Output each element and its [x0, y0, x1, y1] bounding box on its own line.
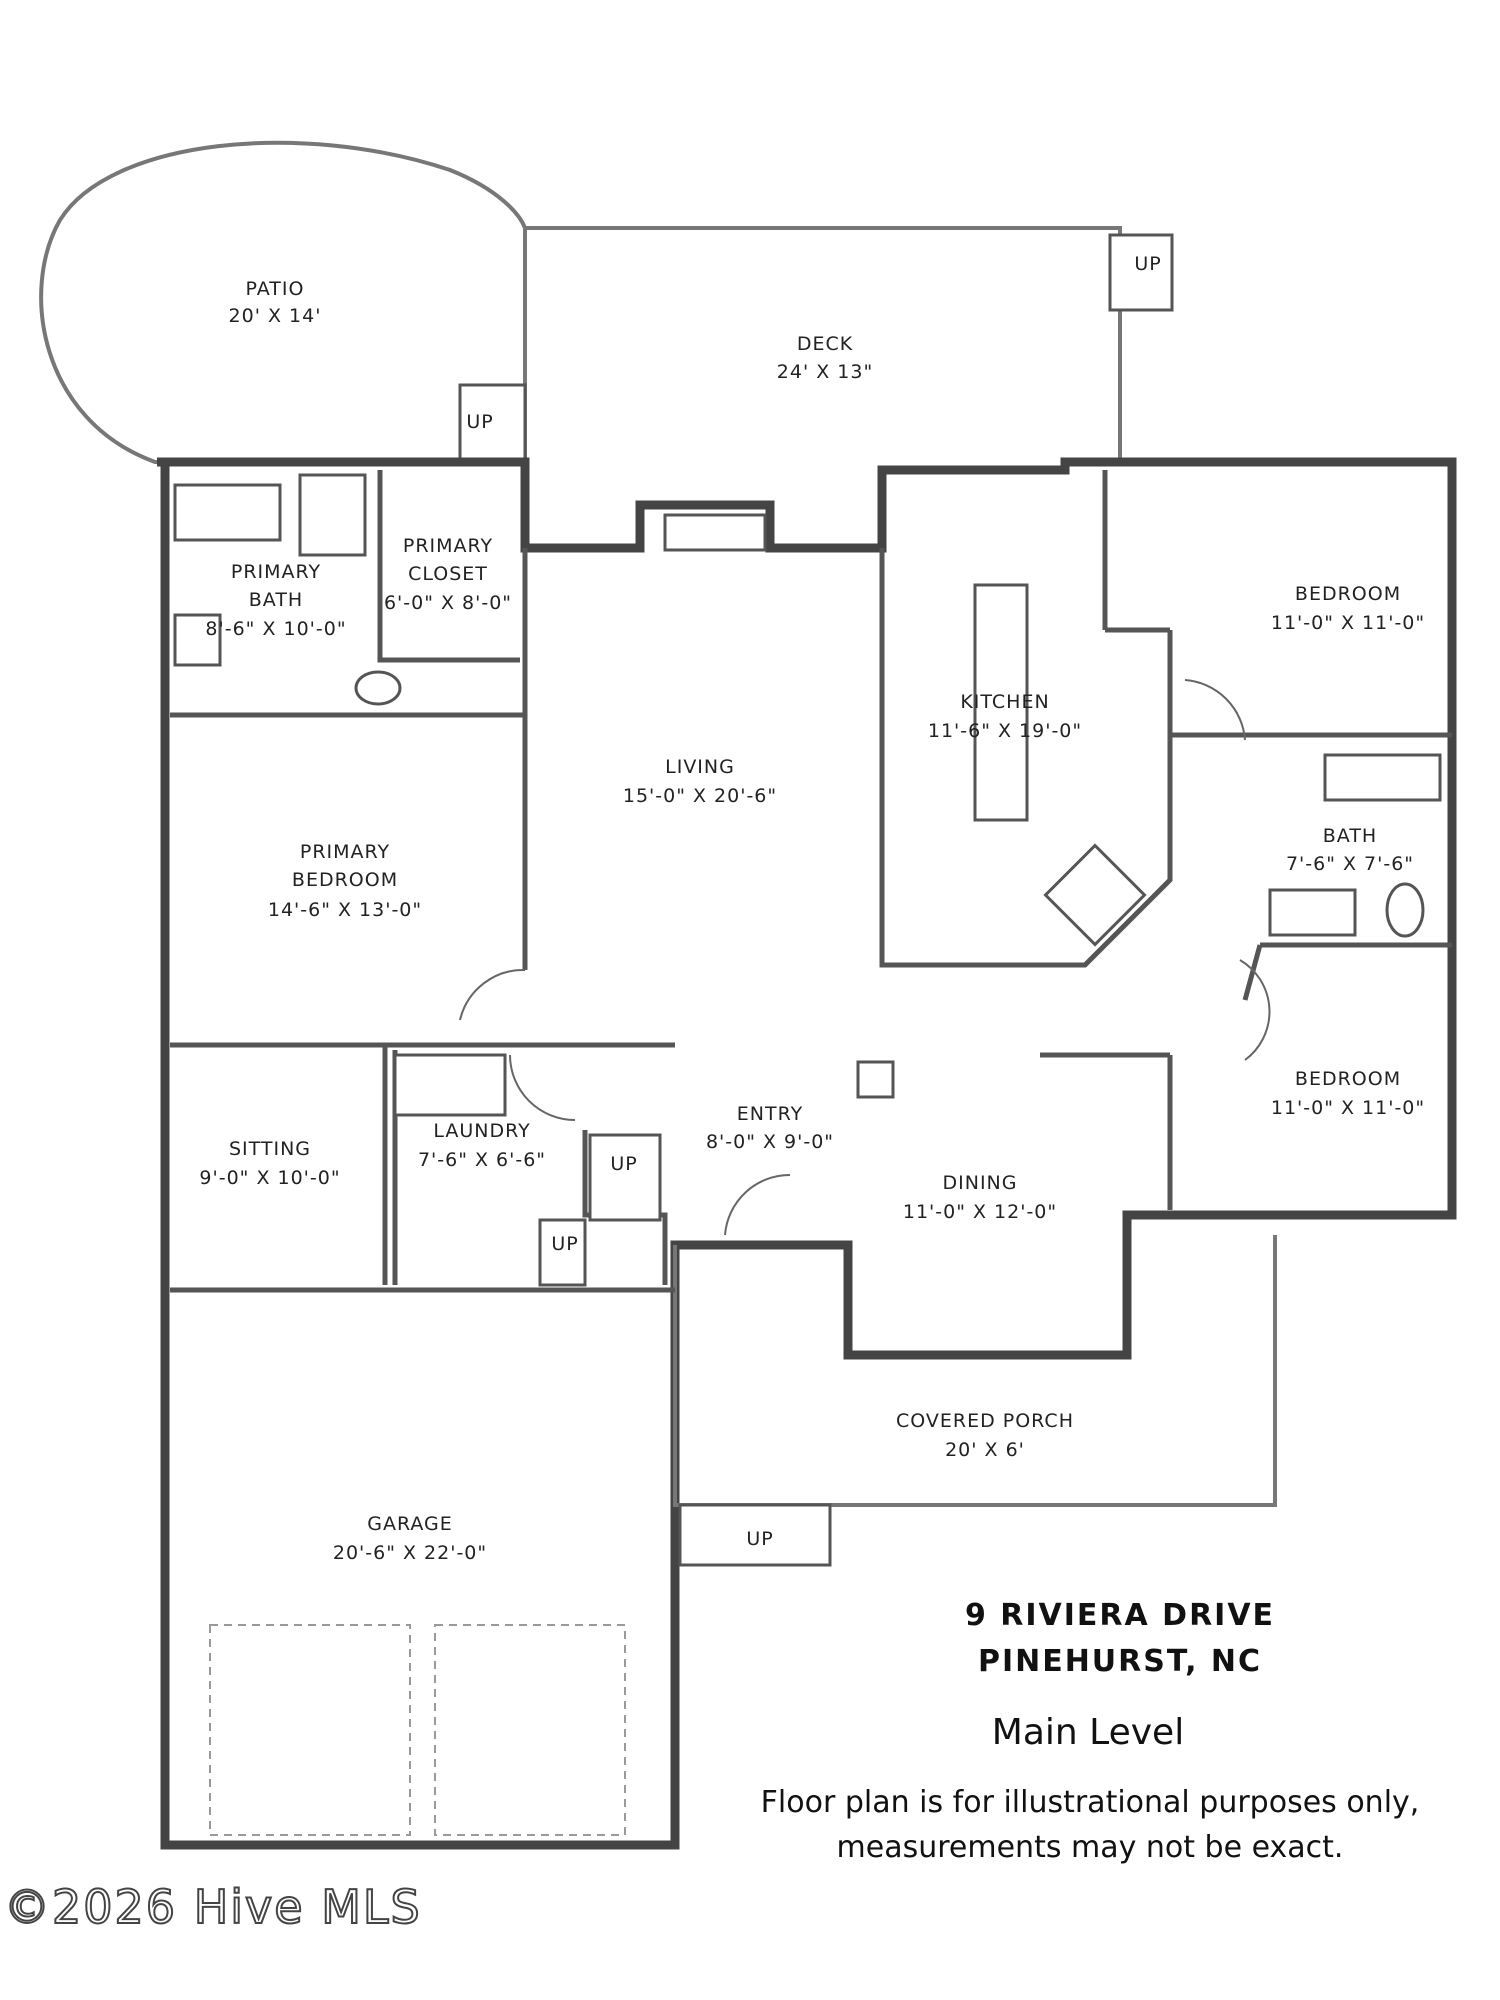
porch-steps [678, 1503, 832, 1567]
garage-door-right [434, 1624, 626, 1836]
svg-text:BATH: BATH [249, 589, 303, 611]
svg-text:LAUNDRY: LAUNDRY [433, 1120, 530, 1142]
svg-text:11'-6" X 19'-0": 11'-6" X 19'-0" [928, 720, 1082, 742]
svg-text:DECK: DECK [797, 333, 853, 355]
stair-up-label: UP [466, 411, 493, 433]
stair-garage [538, 1218, 587, 1287]
level-title: Main Level [991, 1712, 1185, 1753]
svg-text:15'-0" X 20'-6": 15'-0" X 20'-6" [623, 785, 777, 807]
stair-up-label: UP [746, 1528, 773, 1550]
interior-walls [170, 470, 1452, 1293]
tub-bath [1323, 753, 1442, 802]
svg-text:8'-0" X 9'-0": 8'-0" X 9'-0" [706, 1131, 834, 1153]
svg-text:7'-6" X 6'-6": 7'-6" X 6'-6" [418, 1149, 546, 1171]
svg-text:20' X 6': 20' X 6' [945, 1439, 1025, 1461]
svg-text:BEDROOM: BEDROOM [1295, 583, 1401, 605]
svg-text:ENTRY: ENTRY [737, 1103, 803, 1125]
room-laundry: LAUNDRY 7'-6" X 6'-6" [418, 1120, 546, 1171]
room-garage: GARAGE 20'-6" X 22'-0" [333, 1513, 487, 1564]
kitchen-island [973, 583, 1029, 822]
entry-floor-mat [856, 1060, 895, 1099]
svg-text:PRIMARY: PRIMARY [300, 841, 390, 863]
toilet-primary [354, 670, 402, 706]
stair-up-label: UP [1134, 253, 1161, 275]
svg-text:KITCHEN: KITCHEN [960, 691, 1049, 713]
svg-text:BEDROOM: BEDROOM [292, 869, 398, 891]
covered-porch-outline [673, 1235, 1277, 1507]
svg-text:20' X 14': 20' X 14' [229, 305, 322, 327]
room-primary-closet: PRIMARY CLOSET 6'-0" X 8'-0" [384, 535, 512, 614]
deck-stair-right [1108, 233, 1174, 312]
svg-text:DINING: DINING [943, 1172, 1018, 1194]
svg-text:CLOSET: CLOSET [408, 563, 488, 585]
exterior-walls [157, 457, 1457, 1850]
svg-text:9'-0" X 10'-0": 9'-0" X 10'-0" [199, 1167, 340, 1189]
room-primary-bedroom: PRIMARY BEDROOM 14'-6" X 13'-0" [268, 841, 422, 921]
door-swing-primary-bedroom [459, 968, 526, 1021]
svg-text:PRIMARY: PRIMARY [403, 535, 493, 557]
svg-text:LIVING: LIVING [665, 756, 735, 778]
svg-text:11'-0" X 12'-0": 11'-0" X 12'-0" [903, 1201, 1057, 1223]
address-line-1: 9 RIVIERA DRIVE [964, 1598, 1276, 1633]
svg-text:20'-6" X 22'-0": 20'-6" X 22'-0" [333, 1542, 487, 1564]
svg-text:8'-6" X 10'-0": 8'-6" X 10'-0" [205, 618, 346, 640]
svg-text:11'-0" X 11'-0": 11'-0" X 11'-0" [1271, 1097, 1425, 1119]
svg-text:GARAGE: GARAGE [367, 1513, 453, 1535]
svg-text:PRIMARY: PRIMARY [231, 561, 321, 583]
room-patio: PATIO 20' X 14' [229, 278, 322, 327]
room-bedroom-top: BEDROOM 11'-0" X 11'-0" [1271, 583, 1425, 634]
svg-text:SITTING: SITTING [229, 1138, 311, 1160]
tub-primary [173, 483, 282, 542]
vanity-bath [1268, 888, 1357, 937]
room-dining: DINING 11'-0" X 12'-0" [903, 1172, 1057, 1223]
room-bath: BATH 7'-6" X 7'-6" [1286, 825, 1414, 875]
svg-text:COVERED PORCH: COVERED PORCH [896, 1410, 1074, 1432]
room-bedroom-bottom: BEDROOM 11'-0" X 11'-0" [1271, 1068, 1425, 1119]
svg-text:14'-6" X 13'-0": 14'-6" X 13'-0" [268, 899, 422, 921]
toilet-bath [1385, 882, 1425, 938]
vanity-primary [173, 613, 222, 667]
garage-door-left [209, 1624, 411, 1836]
deck-outline [525, 226, 1122, 462]
room-covered-porch: COVERED PORCH 20' X 6' [896, 1410, 1074, 1461]
svg-text:24' X 13": 24' X 13" [777, 361, 873, 383]
room-entry: ENTRY 8'-0" X 9'-0" [706, 1103, 834, 1153]
disclaimer-line-2: measurements may not be exact. [836, 1830, 1344, 1865]
svg-text:6'-0" X 8'-0": 6'-0" X 8'-0" [384, 592, 512, 614]
svg-text:PATIO: PATIO [246, 278, 305, 300]
door-swing-laundry [509, 1054, 576, 1121]
stair-up-label: UP [551, 1233, 578, 1255]
patio-outline [39, 140, 527, 464]
stair-laundry [588, 1133, 662, 1222]
disclaimer-line-1: Floor plan is for illustrational purpose… [760, 1785, 1420, 1820]
room-living: LIVING 15'-0" X 20'-6" [623, 756, 777, 807]
door-swing-bedroom-bottom [1239, 959, 1271, 1061]
range [1043, 843, 1147, 947]
room-sitting: SITTING 9'-0" X 10'-0" [199, 1138, 340, 1189]
deck-stair-left [458, 383, 527, 462]
svg-text:7'-6" X 7'-6": 7'-6" X 7'-6" [1286, 853, 1414, 875]
svg-text:BEDROOM: BEDROOM [1295, 1068, 1401, 1090]
door-swing-entry [724, 1173, 791, 1236]
laundry-machines [393, 1053, 507, 1117]
svg-text:BATH: BATH [1323, 825, 1377, 847]
room-primary-bath: PRIMARY BATH 8'-6" X 10'-0" [205, 561, 346, 640]
fireplace [663, 513, 767, 552]
copyright-watermark: ©2026 Hive MLS [3, 1879, 422, 1935]
room-kitchen: KITCHEN 11'-6" X 19'-0" [928, 691, 1082, 742]
address-line-2: PINEHURST, NC [977, 1644, 1263, 1679]
stair-up-label: UP [610, 1153, 637, 1175]
shower-primary [298, 473, 367, 557]
door-swing-bedroom [1184, 679, 1246, 741]
svg-text:11'-0" X 11'-0": 11'-0" X 11'-0" [1271, 612, 1425, 634]
room-deck: DECK 24' X 13" [777, 333, 873, 383]
